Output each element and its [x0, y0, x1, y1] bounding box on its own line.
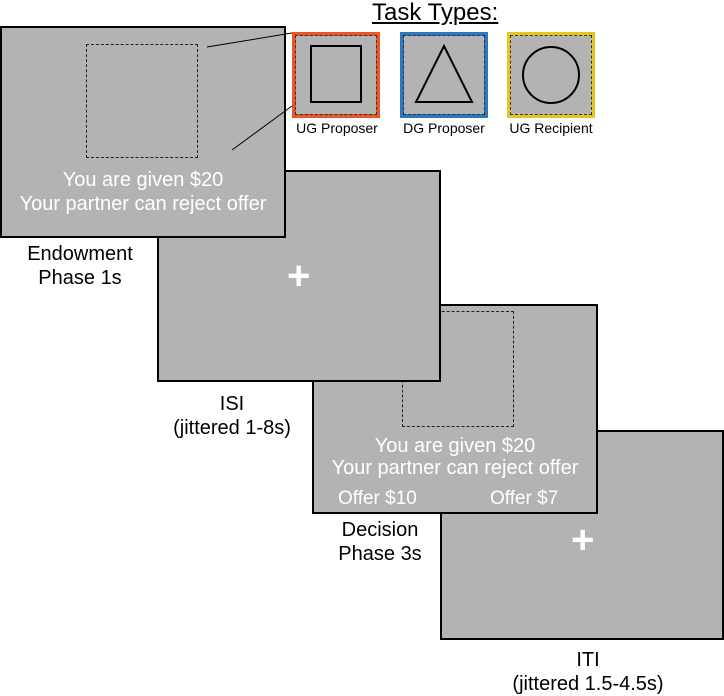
endowment-label-line2: Phase 1s: [38, 267, 122, 289]
fixation-cross-iti: +: [571, 518, 595, 562]
endowment-text-line2: Your partner can reject offer: [19, 193, 267, 215]
connector-line-top: [206, 32, 293, 48]
ug-recipient-label: UG Recipient: [509, 120, 593, 136]
iti-label-line1: ITI: [576, 649, 600, 671]
ug-proposer-label: UG Proposer: [296, 120, 378, 136]
offer-right: Offer $7: [490, 488, 559, 509]
connector-line-bottom: [231, 105, 293, 151]
decision-text-line1: You are given $20: [374, 435, 536, 457]
fixation-cross-isi: +: [287, 254, 311, 298]
endowment-stimulus-frame: [86, 44, 198, 158]
square-icon: [310, 45, 362, 103]
offer-left: Offer $10: [338, 488, 417, 509]
circle-icon: [522, 46, 580, 104]
decision-label-line1: Decision: [341, 519, 419, 541]
triangle-icon: [414, 43, 474, 103]
ug-proposer-box: [292, 32, 380, 118]
endowment-text-line1: You are given $20: [62, 169, 224, 191]
endowment-screen: You are given $20 Your partner can rejec…: [0, 26, 286, 238]
decision-label-line2: Phase 3s: [338, 543, 422, 565]
dg-proposer-box: [400, 32, 488, 118]
dg-proposer-label: DG Proposer: [403, 120, 485, 136]
decision-text-line2: Your partner can reject offer: [331, 457, 579, 479]
task-types-title: Task Types:: [372, 0, 499, 26]
isi-label-line2: (jittered 1-8s): [173, 417, 291, 439]
iti-label-line2: (jittered 1.5-4.5s): [512, 673, 664, 695]
endowment-label-line1: Endowment: [27, 243, 133, 265]
ug-recipient-box: [507, 32, 595, 118]
isi-label-line1: ISI: [219, 393, 245, 415]
